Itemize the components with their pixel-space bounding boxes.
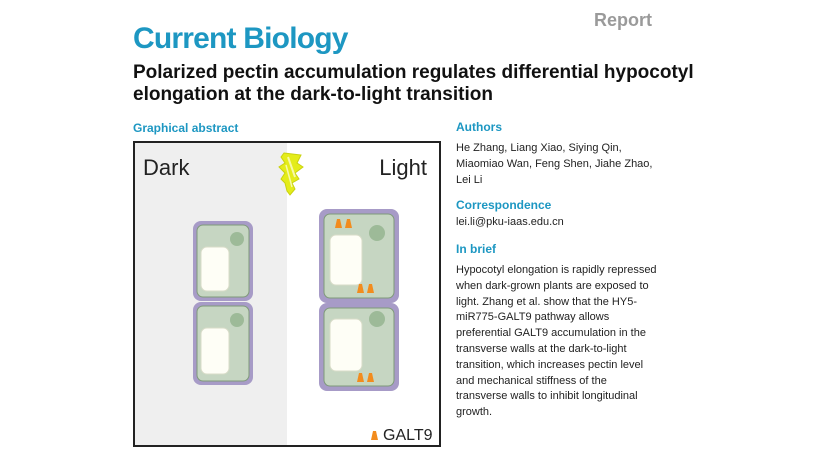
sun-icon [278, 152, 304, 196]
correspondence-heading: Correspondence [456, 198, 552, 212]
light-label: Light [379, 155, 427, 180]
brief-line: and mechanical stiffness of the [456, 374, 607, 387]
brief-line: transition, which increases pectin level [456, 358, 644, 371]
light-cell-lower [319, 303, 399, 391]
authors-heading: Authors [456, 120, 502, 134]
author-line: Miaomiao Wan, Feng Shen, Jiahe Zhao, [456, 157, 653, 170]
light-cell-upper [319, 209, 399, 303]
journal-name: Current Biology [133, 22, 348, 55]
author-line: He Zhang, Liang Xiao, Siying Qin, [456, 142, 622, 154]
dark-label: Dark [143, 155, 190, 180]
galt9-marker-icon [335, 219, 374, 293]
graphical-abstract-figure: Dark Light [133, 141, 441, 447]
graphical-abstract-heading: Graphical abstract [133, 121, 239, 135]
brief-line: transverse walls at the dark-to-light [456, 342, 627, 355]
author-line: Lei Li [456, 173, 483, 186]
correspondence-email[interactable]: lei.li@pku-iaas.edu.cn [456, 216, 564, 228]
graphical-abstract-canvas: Dark Light [135, 143, 439, 445]
dark-cell-lower [193, 302, 253, 385]
galt9-marker-icon [357, 373, 374, 382]
paper-title: Polarized pectin accumulation regulates … [133, 62, 694, 105]
in-brief-heading: In brief [456, 242, 497, 256]
nucleus [230, 232, 244, 246]
brief-line: transverse walls to inhibit longitudinal [456, 390, 638, 403]
brief-line: Hypocotyl elongation is rapidly represse… [456, 264, 657, 276]
dark-cell-upper [193, 221, 253, 301]
galt9-marker-icon [371, 431, 378, 440]
authors-list: He Zhang, Liang Xiao, Siying Qin, Miaomi… [456, 141, 676, 188]
brief-line: preferential GALT9 accumulation in the [456, 327, 646, 340]
legend-label: GALT9 [383, 427, 433, 444]
galt9-legend: GALT9 [371, 427, 433, 444]
brief-line: when dark-grown plants are exposed to [456, 279, 649, 292]
in-brief-text: Hypocotyl elongation is rapidly represse… [456, 263, 666, 421]
brief-line: light. Zhang et al. show that the HY5- [456, 295, 637, 308]
brief-line: miR775-GALT9 pathway allows [456, 311, 610, 324]
nucleus [230, 313, 244, 327]
nucleus [369, 225, 385, 241]
brief-line: growth. [456, 406, 493, 419]
nucleus [369, 311, 385, 327]
report-label: Report [594, 10, 652, 30]
